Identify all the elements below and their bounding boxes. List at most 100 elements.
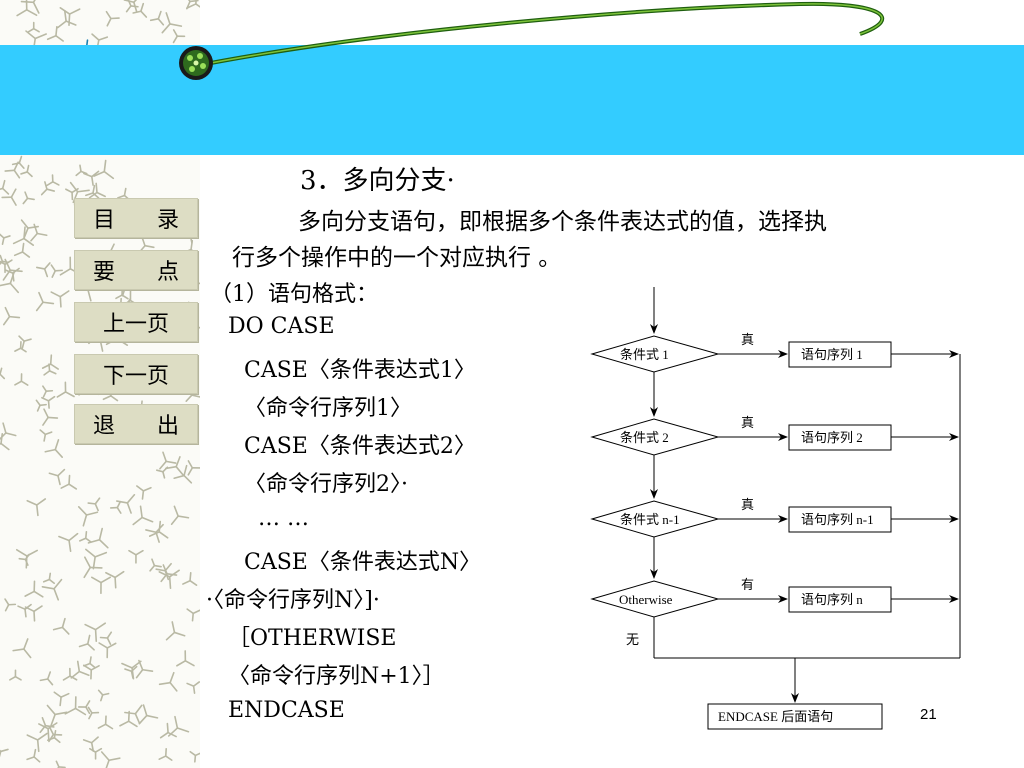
pattern-glyph [135, 659, 154, 679]
nav-keypoints-char1: 要 [93, 260, 116, 285]
pattern-glyph [88, 747, 103, 760]
pattern-glyph [46, 26, 64, 42]
pattern-glyph [46, 704, 68, 727]
pattern-glyph [0, 233, 11, 245]
pattern-glyph [85, 548, 108, 570]
pattern-glyph [158, 671, 178, 692]
pattern-glyph [123, 0, 138, 13]
condition-label-2: 条件式 2 [620, 430, 669, 445]
pattern-glyph [105, 10, 120, 27]
nav-keypoints-char2: 点 [156, 260, 179, 285]
pattern-glyph [98, 642, 117, 659]
nav-next-page-button[interactable]: 下一页 [74, 354, 198, 394]
pattern-glyph [48, 468, 66, 486]
nav-contents-button[interactable]: 目 录 [74, 198, 198, 238]
pattern-glyph [17, 603, 32, 618]
pattern-glyph [26, 498, 47, 517]
pattern-glyph [4, 161, 21, 179]
pattern-glyph [18, 335, 32, 349]
statement-box-3 [788, 506, 892, 533]
pattern-glyph [35, 262, 51, 278]
pattern-glyph [167, 715, 190, 737]
pattern-glyph [0, 179, 10, 195]
pattern-glyph [124, 704, 143, 725]
pattern-glyph [43, 363, 57, 376]
nav-keypoints-button[interactable]: 要 点 [74, 250, 198, 290]
pattern-glyph [79, 530, 92, 543]
pattern-glyph [173, 464, 193, 484]
nav-prev-label: 上一页 [102, 312, 169, 337]
pattern-glyph [38, 722, 58, 740]
pattern-glyph [46, 729, 61, 744]
statement-box-1 [788, 341, 892, 368]
pattern-glyph [186, 0, 200, 9]
pattern-glyph [88, 182, 106, 199]
pattern-glyph [62, 667, 78, 681]
pattern-glyph [87, 497, 101, 512]
none-label: 无 [626, 632, 639, 647]
pattern-glyph [105, 570, 125, 589]
pattern-glyph [187, 460, 200, 476]
pattern-glyph [165, 456, 184, 476]
syntax-line: ［OTHERWISE [228, 626, 397, 651]
pattern-glyph [165, 621, 186, 641]
pattern-glyph [149, 10, 165, 26]
pattern-glyph [189, 750, 200, 763]
pattern-glyph [46, 174, 60, 187]
statement-label-1: 语句序列 1 [801, 347, 863, 362]
pattern-glyph [138, 704, 159, 725]
syntax-title: （1）语句格式： [210, 282, 378, 307]
pattern-glyph [109, 500, 122, 514]
pattern-glyph [41, 395, 56, 409]
pattern-glyph [40, 181, 56, 196]
nav-prev-page-button[interactable]: 上一页 [74, 302, 198, 342]
pattern-glyph [159, 451, 177, 470]
header-swoosh [179, 1, 885, 80]
syntax-line: CASE〈条件表达式1〉 [244, 358, 476, 383]
pattern-glyph [158, 748, 173, 761]
pattern-glyph [42, 572, 56, 585]
nav-contents-char1: 目 [93, 208, 116, 233]
pattern-glyph [20, 0, 40, 14]
pattern-glyph [0, 367, 6, 380]
pattern-glyph [44, 439, 64, 458]
pattern-glyph [59, 7, 81, 27]
pattern-glyph [58, 532, 79, 553]
statement-box-4 [788, 586, 892, 613]
pattern-glyph [0, 433, 10, 451]
pattern-glyph [20, 164, 33, 178]
section-heading: 3．多向分支· [300, 166, 455, 196]
pattern-glyph [85, 184, 100, 199]
pattern-glyph [148, 520, 169, 539]
pattern-glyph [50, 264, 63, 278]
pattern-glyph [186, 608, 200, 622]
pattern-glyph [116, 493, 136, 514]
pattern-glyph [24, 580, 44, 598]
pattern-glyph [0, 748, 9, 758]
pattern-glyph [4, 598, 17, 612]
syntax-line: DO CASE [228, 314, 335, 339]
branch-label-4: 有 [741, 577, 754, 592]
pattern-glyph [24, 605, 43, 622]
pattern-glyph [159, 722, 177, 739]
pattern-glyph [41, 578, 63, 601]
syntax-line: ·〈命令行序列N〉]· [206, 588, 380, 613]
pattern-glyph [0, 271, 20, 294]
condition-label-3: 条件式 n-1 [620, 512, 680, 527]
syntax-line: CASE〈条件表达式2〉 [244, 434, 476, 459]
nav-exit-button[interactable]: 退 出 [74, 404, 198, 444]
syntax-line: 〈命令行序列1〉 [244, 396, 412, 421]
pattern-glyph [83, 556, 103, 579]
statement-label-4: 语句序列 n [801, 592, 863, 607]
pattern-glyph [132, 505, 154, 526]
pattern-glyph [119, 710, 138, 728]
nav-next-label: 下一页 [102, 364, 169, 389]
pattern-glyph [87, 706, 100, 720]
pattern-glyph [14, 341, 27, 353]
pattern-glyph [170, 505, 190, 526]
pattern-glyph [22, 191, 35, 205]
pattern-glyph [35, 291, 55, 312]
syntax-line: CASE〈条件表达式N〉 [244, 550, 482, 575]
pattern-glyph [39, 429, 53, 442]
pattern-glyph [26, 748, 41, 763]
